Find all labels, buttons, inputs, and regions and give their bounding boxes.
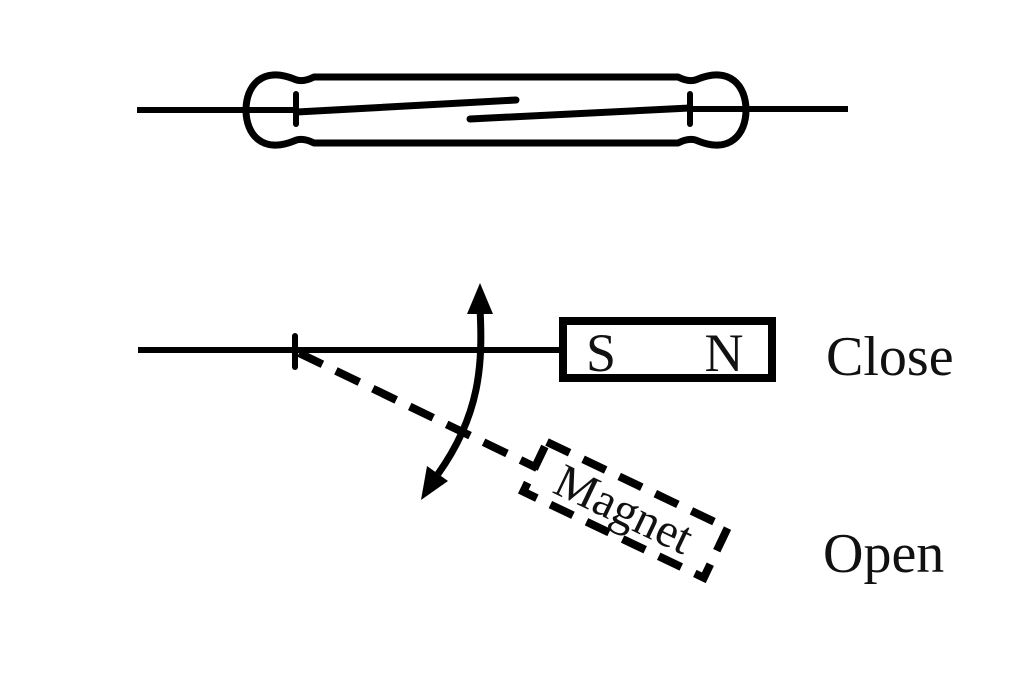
reed-blade-right: [466, 104, 694, 123]
switch-arm-open-dashed-line: [297, 349, 539, 472]
magnet-box-dashed: [517, 436, 733, 584]
reed-blade-left: [293, 96, 520, 116]
reed-switch-symbol: [137, 71, 848, 149]
magnet-label: Magnet: [546, 454, 702, 565]
rotation-arrow-up-head: [467, 283, 493, 314]
magnet-north-pole-label: N: [705, 323, 744, 383]
operation-illustration: S N Magnet Close Open: [138, 283, 954, 585]
rotation-arrow-icon: [421, 283, 493, 500]
rotation-arrow-shaft: [435, 307, 485, 477]
close-state-label: Close: [826, 326, 954, 388]
glass-capsule-outline: [242, 71, 750, 149]
rotation-arrow-down-head: [421, 466, 448, 500]
open-state-label: Open: [823, 523, 944, 585]
magnet-box-solid: [559, 317, 776, 382]
magnet-south-pole-label: S: [586, 323, 616, 383]
